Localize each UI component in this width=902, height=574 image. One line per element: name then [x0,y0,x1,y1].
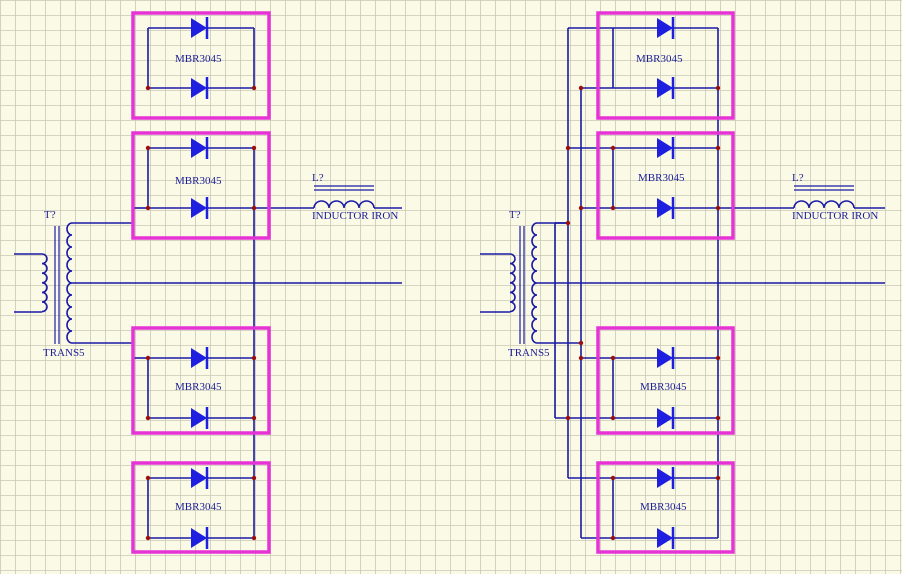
left-diodes [191,17,209,549]
diode[interactable] [657,197,675,219]
diode[interactable] [191,467,209,489]
right-inductor[interactable] [793,185,885,209]
module-part-label: MBR3045 [175,501,222,513]
right-inductor-type: INDUCTOR IRON [792,210,878,222]
diode[interactable] [191,77,209,99]
module-highlight[interactable] [596,11,735,120]
right-junctions [565,85,721,541]
module-highlight[interactable] [131,326,271,435]
diode[interactable] [191,347,209,369]
module-highlight[interactable] [131,461,271,554]
module-part-label: MBR3045 [640,501,687,513]
diode[interactable] [657,527,675,549]
right-inductor-designator: L? [792,172,804,184]
module-highlight[interactable] [131,131,271,240]
module-highlight[interactable] [131,11,271,120]
left-transformer-type: TRANS5 [43,347,85,359]
diode[interactable] [191,137,209,159]
right-transformer-type: TRANS5 [508,347,550,359]
module-part-label: MBR3045 [175,175,222,187]
left-junctions [145,85,257,541]
diode[interactable] [657,137,675,159]
module-part-label: MBR3045 [638,172,685,184]
left-transformer-designator: T? [44,209,56,221]
diode[interactable] [657,347,675,369]
module-highlight[interactable] [596,131,735,240]
module-part-label: MBR3045 [175,53,222,65]
diode[interactable] [657,77,675,99]
left-inductor-designator: L? [312,172,324,184]
module-part-label: MBR3045 [636,53,683,65]
right-diodes [657,17,675,549]
diode[interactable] [191,407,209,429]
right-transformer-designator: T? [509,209,521,221]
diode[interactable] [191,527,209,549]
diode[interactable] [191,197,209,219]
module-highlight[interactable] [596,461,735,554]
left-highlight-boxes [131,11,271,554]
diode[interactable] [657,17,675,39]
module-part-label: MBR3045 [640,381,687,393]
diode[interactable] [191,17,209,39]
left-inductor[interactable] [313,185,402,209]
left-inductor-type: INDUCTOR IRON [312,210,398,222]
module-part-label: MBR3045 [175,381,222,393]
module-highlight[interactable] [596,326,735,435]
right-highlight-boxes [596,11,735,554]
diode[interactable] [657,467,675,489]
diode[interactable] [657,407,675,429]
